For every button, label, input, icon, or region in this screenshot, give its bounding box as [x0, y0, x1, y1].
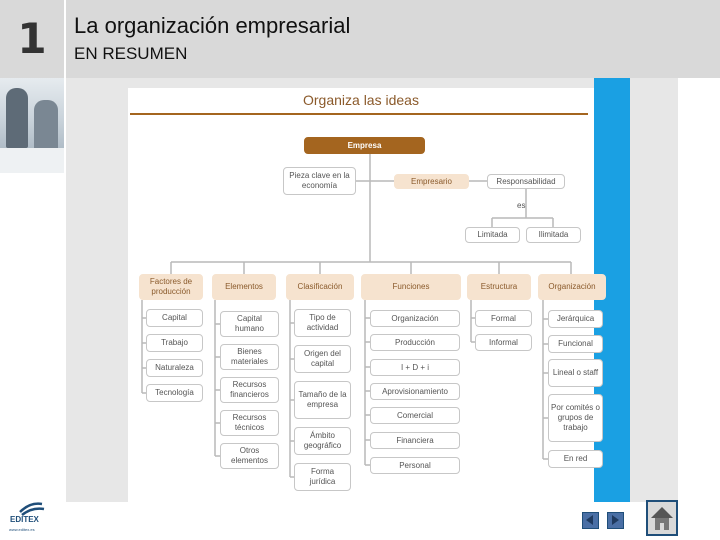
item-funciones: Comercial: [370, 407, 460, 424]
item-funciones: Producción: [370, 334, 460, 351]
item-clasificacion: Tamaño de la empresa: [294, 381, 351, 419]
item-clasificacion: Origen del capital: [294, 345, 351, 373]
diagram-title: Organiza las ideas: [303, 92, 419, 108]
unit-subtitle: EN RESUMEN: [74, 44, 188, 63]
item-funciones: Personal: [370, 457, 460, 474]
label-es: es: [517, 201, 526, 210]
logo-url: www.editex.es: [9, 527, 35, 532]
header-clasificacion: Clasificación: [286, 274, 354, 300]
node-empresario: Empresario: [394, 174, 469, 189]
header-factores: Factores de producción: [139, 274, 203, 300]
logo-mark-icon: [19, 502, 45, 516]
node-responsabilidad: Responsabilidad: [487, 174, 565, 189]
logo-text: EDITEX: [10, 515, 39, 524]
item-clasificacion: Forma jurídica: [294, 463, 351, 491]
item-factores: Trabajo: [146, 334, 203, 352]
item-organizacion: Jerárquica: [548, 310, 603, 328]
person-silhouette: [6, 88, 28, 148]
item-factores: Capital: [146, 309, 203, 327]
header-organizacion: Organización: [538, 274, 606, 300]
header-divider: [64, 0, 66, 78]
item-estructura: Informal: [475, 334, 532, 351]
office-photo: [0, 78, 64, 173]
item-elementos: Bienes materiales: [220, 344, 279, 370]
item-organizacion: En red: [548, 450, 603, 468]
header-band: 1 La organización empresarial EN RESUMEN: [0, 0, 720, 78]
node-ilimitada: Ilimitada: [526, 227, 581, 243]
item-clasificacion: Tipo de actividad: [294, 309, 351, 337]
item-elementos: Recursos técnicos: [220, 410, 279, 436]
item-estructura: Formal: [475, 310, 532, 327]
item-funciones: Organización: [370, 310, 460, 327]
home-icon: [651, 507, 673, 530]
item-factores: Naturaleza: [146, 359, 203, 377]
node-empresa: Empresa: [304, 137, 425, 154]
node-limitada: Limitada: [465, 227, 520, 243]
item-elementos: Capital humano: [220, 311, 279, 337]
person-silhouette: [34, 100, 58, 155]
editex-logo: EDITEX www.editex.es: [8, 500, 54, 536]
arrow-left-icon: [586, 515, 593, 525]
unit-title: La organización empresarial: [74, 13, 351, 38]
unit-number: 1: [17, 14, 47, 63]
title-underline: [130, 113, 588, 115]
item-funciones: Financiera: [370, 432, 460, 449]
table-surface: [0, 148, 64, 173]
arrow-right-icon: [612, 515, 619, 525]
node-pieza-clave: Pieza clave en la economía: [283, 167, 356, 195]
item-funciones: I + D + i: [370, 359, 460, 376]
next-slide-button[interactable]: [607, 512, 624, 529]
header-funciones: Funciones: [361, 274, 461, 300]
header-estructura: Estructura: [467, 274, 531, 300]
item-organizacion: Funcional: [548, 335, 603, 353]
item-elementos: Otros elementos: [220, 443, 279, 469]
item-elementos: Recursos financieros: [220, 377, 279, 403]
item-funciones: Aprovisionamiento: [370, 383, 460, 400]
previous-slide-button[interactable]: [582, 512, 599, 529]
item-organizacion: Por comités o grupos de trabajo: [548, 394, 603, 442]
item-clasificacion: Ámbito geográfico: [294, 427, 351, 455]
item-factores: Tecnología: [146, 384, 203, 402]
item-organizacion: Lineal o staff: [548, 359, 603, 387]
home-button[interactable]: [646, 500, 678, 536]
header-elementos: Elementos: [212, 274, 276, 300]
